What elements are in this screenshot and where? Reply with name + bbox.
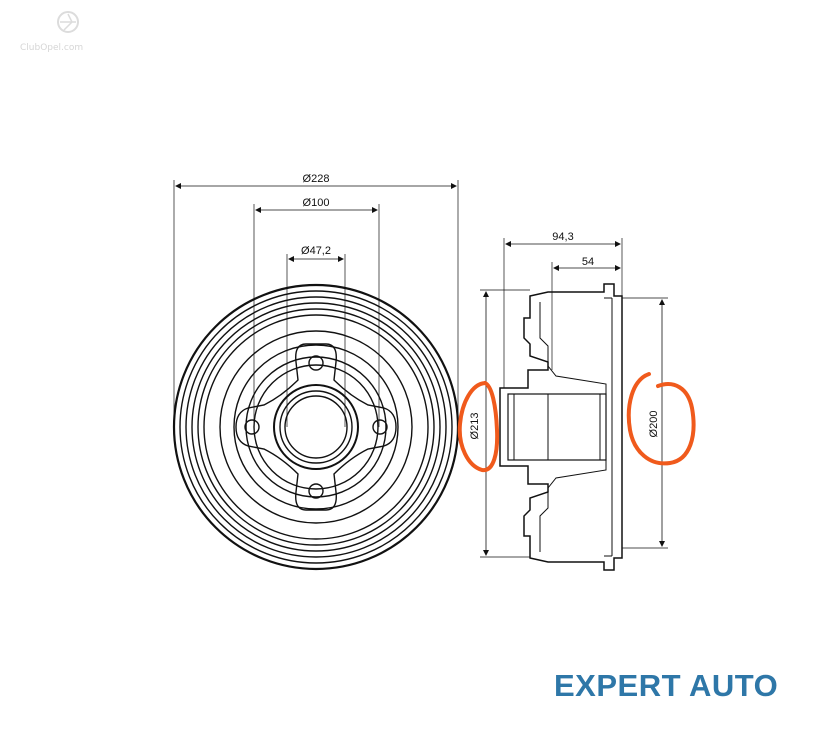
dim-drum-outer: Ø213	[469, 413, 481, 440]
watermark-logo: ClubOpel.com	[20, 11, 83, 53]
side-view	[480, 238, 668, 571]
dim-drum-inner: Ø200	[648, 411, 660, 438]
dim-total-width: 94,3	[552, 231, 573, 243]
highlight-marks	[457, 372, 696, 473]
front-view	[172, 180, 460, 571]
dim-center-bore: Ø47,2	[301, 245, 331, 257]
dim-outer-diameter: Ø228	[303, 173, 330, 185]
side-dimension-lines	[483, 241, 665, 556]
brand-logo: EXPERT AUTO	[554, 668, 779, 703]
highlight-ring-213	[457, 381, 500, 473]
dim-hub-width: 54	[582, 256, 594, 268]
watermark-text: ClubOpel.com	[20, 43, 83, 53]
dim-bolt-circle: Ø100	[303, 197, 330, 209]
highlight-ring-200	[626, 372, 696, 466]
front-dimension-lines	[175, 183, 457, 262]
